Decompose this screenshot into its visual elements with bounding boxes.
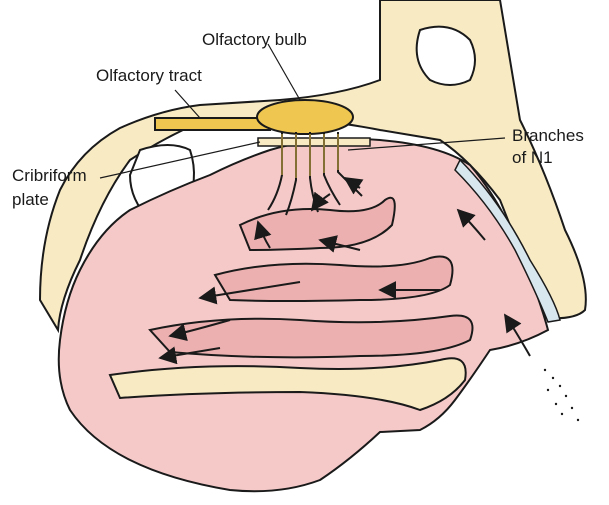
cribriform-label-line1: Cribriform [12, 166, 87, 186]
inhaled-particles [544, 369, 579, 421]
olfactory-bulb-label: Olfactory bulb [202, 30, 307, 50]
branches-label-line1: Branches [512, 126, 584, 146]
frontal-sinus [417, 27, 475, 85]
olfactory-tract-label: Olfactory tract [96, 66, 202, 86]
cribriform-plate [258, 138, 370, 146]
olfactory-tract [155, 118, 270, 130]
olfactory-bulb [257, 100, 353, 134]
branches-label-line2: of N1 [512, 148, 553, 168]
cribriform-label-line2: plate [12, 190, 49, 210]
